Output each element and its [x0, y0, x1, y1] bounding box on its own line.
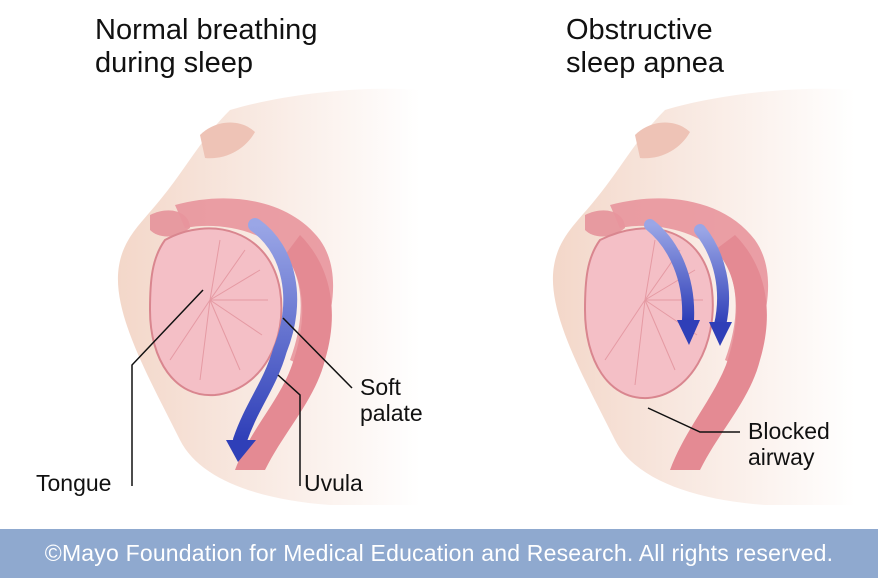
tongue-label: Tongue — [36, 470, 111, 496]
tongue — [150, 228, 281, 395]
uvula-label: Uvula — [304, 470, 363, 496]
normal-breathing-illustration — [118, 89, 420, 505]
copyright-footer: ©Mayo Foundation for Medical Education a… — [0, 529, 878, 578]
normal-breathing-title: Normal breathing during sleep — [95, 14, 317, 80]
blocked-airway-label: Blocked airway — [748, 418, 830, 470]
sleep-apnea-title: Obstructive sleep apnea — [566, 14, 724, 80]
soft-palate-label: Soft palate — [360, 374, 423, 426]
